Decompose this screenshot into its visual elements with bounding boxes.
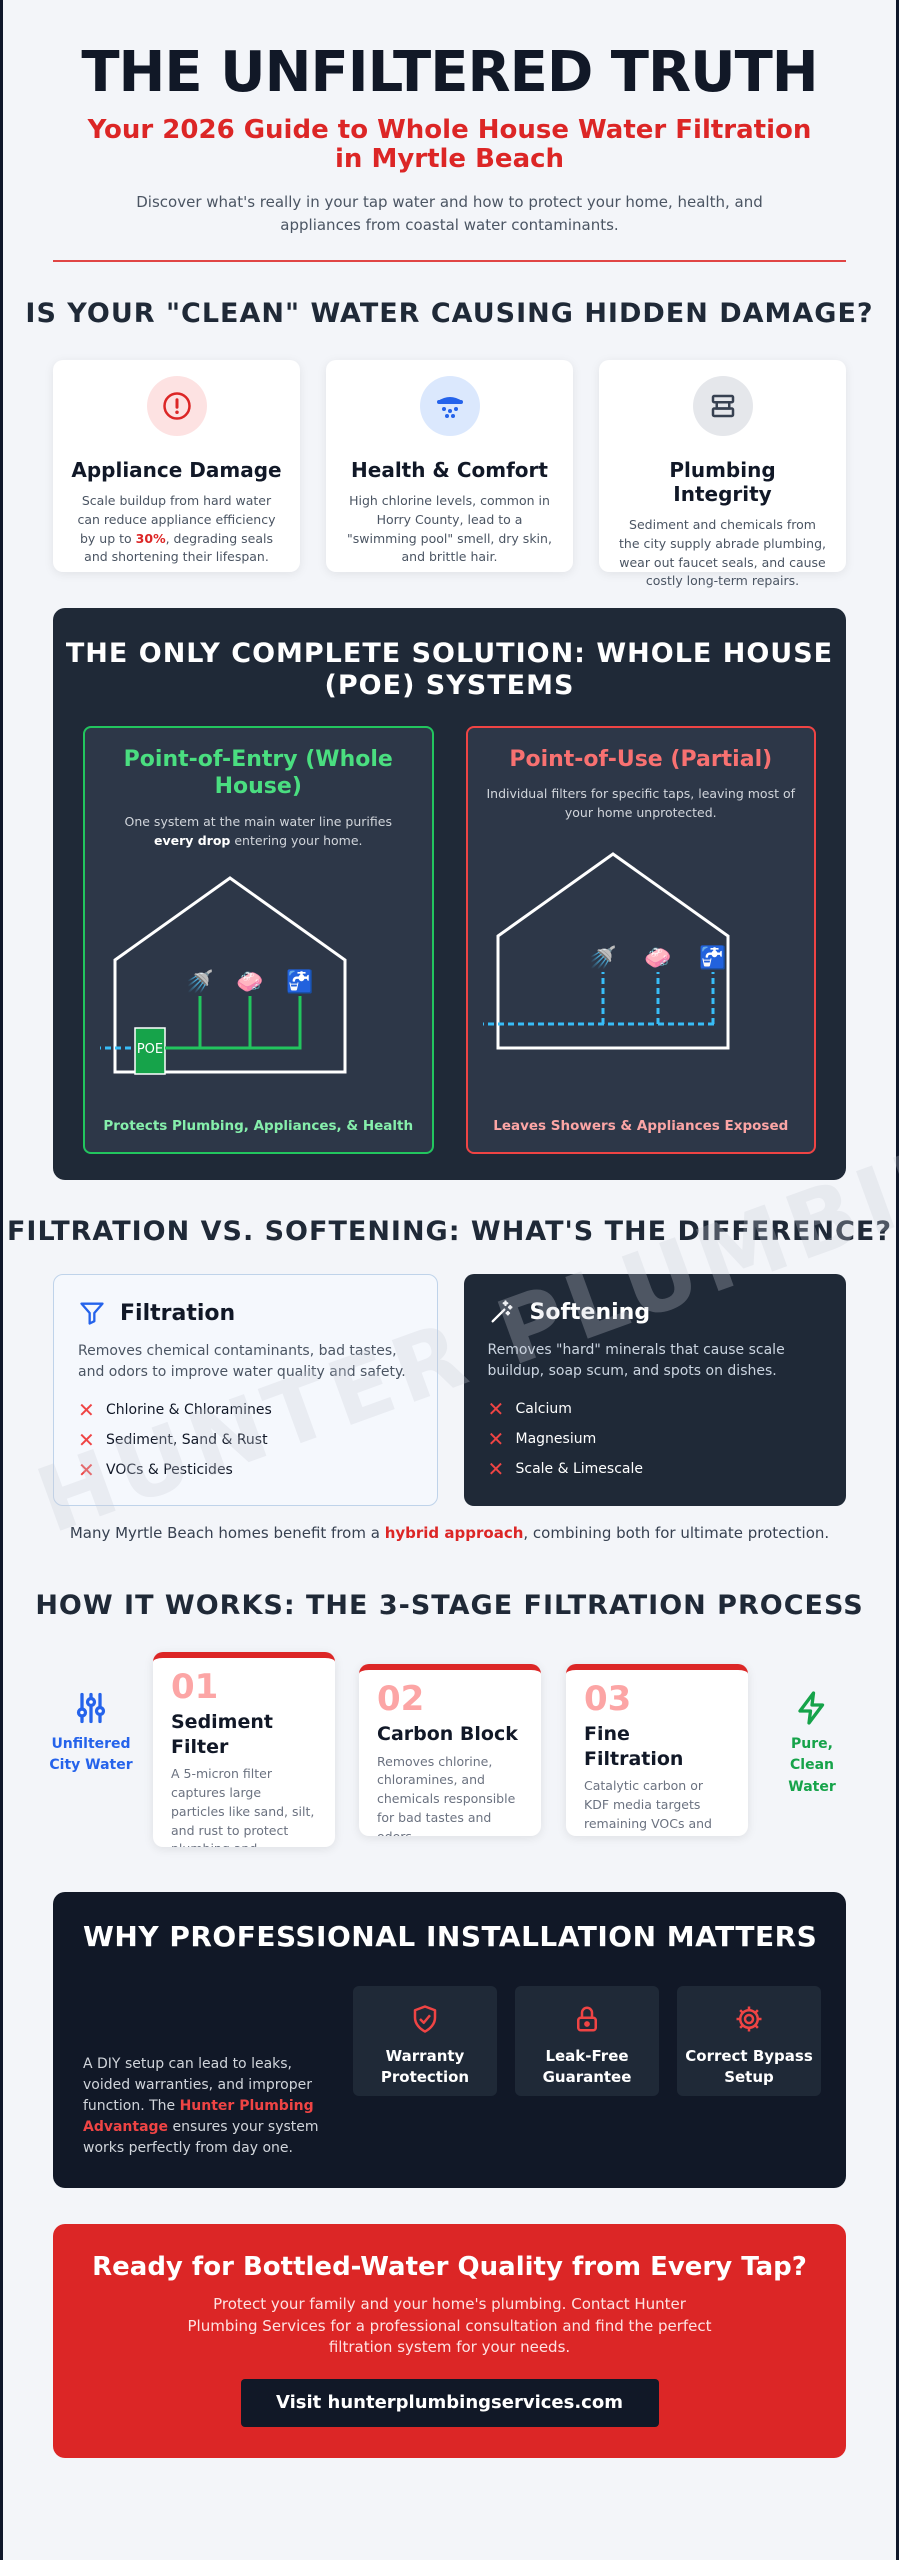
intro-text: Discover what's really in your tap water…	[136, 193, 763, 234]
funnel-icon	[80, 1302, 104, 1325]
x-icon: ✕	[487, 1427, 505, 1452]
card-heading: Appliance Damage	[71, 458, 282, 483]
start-label: Unfiltered City Water	[49, 1735, 133, 1774]
stage-number: 03	[584, 1678, 632, 1719]
bolt-icon	[798, 1691, 825, 1725]
professional-title: WHY PROFESSIONAL INSTALLATION MATTERS	[83, 1919, 818, 1953]
feature-warranty: Warranty Protection	[353, 1985, 497, 2096]
card-appliance-damage: Appliance Damage Scale buildup from hard…	[53, 360, 300, 573]
damage-title: IS YOUR "CLEAN" WATER CAUSING HIDDEN DAM…	[25, 298, 874, 330]
shield-check-icon	[413, 2005, 437, 2033]
shower-icon	[419, 376, 480, 437]
card-text: High chlorine levels, common in Horry Co…	[347, 493, 552, 565]
list-item: ✕VOCs & Pesticides	[78, 1458, 233, 1483]
visit-website-button[interactable]: Visit hunterplumbingservices.com	[240, 2379, 659, 2428]
solution-title: THE ONLY COMPLETE SOLUTION: WHOLE HOUSE …	[65, 638, 834, 702]
softening-card: Softening Removes "hard" minerals that c…	[463, 1274, 846, 1507]
professional-text: A DIY setup can lead to leaks, voided wa…	[83, 2055, 319, 2156]
stage-text: Removes chlorine, chloramines, and chemi…	[377, 1753, 516, 1836]
sliders-icon	[76, 1692, 106, 1724]
filtration-card: Filtration Removes chemical contaminants…	[53, 1274, 438, 1507]
professional-section: WHY PROFESSIONAL INSTALLATION MATTERS A …	[53, 1891, 846, 2188]
faucet-icon: 🚰	[699, 945, 726, 971]
pou-description: Individual filters for specific taps, le…	[486, 786, 795, 821]
stage-text: A 5-micron filter captures large particl…	[171, 1766, 315, 1847]
x-icon: ✕	[487, 1397, 505, 1422]
list-item: ✕Chlorine & Chloramines	[78, 1398, 272, 1423]
x-icon: ✕	[78, 1428, 95, 1453]
list-item: ✕Calcium	[487, 1397, 572, 1422]
compare-title: FILTRATION VS. SOFTENING: WHAT'S THE DIF…	[6, 1216, 893, 1248]
x-icon: ✕	[487, 1457, 505, 1482]
pou-heading: Point-of-Use (Partial)	[509, 746, 773, 772]
card-heading: Health & Comfort	[351, 458, 548, 483]
feature-bypass: Correct Bypass Setup	[677, 1985, 821, 2096]
hybrid-note: Many Myrtle Beach homes benefit from a h…	[69, 1524, 830, 1543]
stage-number: 01	[171, 1666, 219, 1707]
damage-section: IS YOUR "CLEAN" WATER CAUSING HIDDEN DAM…	[3, 298, 896, 588]
card-text: Sediment and chemicals from the city sup…	[619, 517, 826, 589]
list-item: ✕Scale & Limescale	[487, 1457, 644, 1482]
x-icon: ✕	[78, 1398, 95, 1423]
softening-desc: Removes "hard" minerals that cause scale…	[487, 1342, 785, 1380]
stage-card-3: 03 Fine Filtration Catalytic carbon or K…	[566, 1663, 748, 1836]
faucet-icon: 🚰	[286, 969, 313, 995]
pipes-icon	[692, 376, 753, 437]
card-plumbing-integrity: Plumbing Integrity Sediment and chemical…	[599, 360, 846, 588]
poe-description: One system at the main water line purifi…	[124, 813, 392, 848]
soap-icon: 🧼	[236, 970, 263, 995]
cta-heading: Ready for Bottled-Water Quality from Eve…	[92, 2251, 807, 2282]
card-health-comfort: Health & Comfort High chlorine levels, c…	[326, 360, 573, 573]
poe-footer: Protects Plumbing, Appliances, & Health	[103, 1117, 414, 1134]
pou-panel: Point-of-Use (Partial) Individual filter…	[465, 725, 816, 1154]
wand-icon	[491, 1300, 512, 1323]
poe-panel: Point-of-Entry (Whole House) One system …	[83, 725, 434, 1154]
card-heading: Plumbing Integrity	[669, 458, 776, 507]
stage-number: 02	[377, 1678, 425, 1719]
gear-icon	[736, 2006, 762, 2032]
end-node: Pure, Clean Water	[767, 1690, 857, 1799]
stage-card-1: 01 Sediment Filter A 5-micron filter cap…	[153, 1651, 335, 1847]
compare-section: FILTRATION VS. SOFTENING: WHAT'S THE DIF…	[3, 1216, 896, 1542]
hero-header: THE UNFILTERED TRUTH Your 2026 Guide to …	[3, 0, 896, 236]
divider	[53, 260, 846, 263]
poe-box-label: POE	[137, 1042, 163, 1057]
process-title: HOW IT WORKS: THE 3-STAGE FILTRATION PRO…	[35, 1590, 864, 1622]
stage-text: Catalytic carbon or KDF media targets re…	[584, 1778, 712, 1836]
card-text: Scale buildup from hard water can reduce…	[77, 493, 276, 565]
start-node: Unfiltered City Water	[46, 1690, 136, 1777]
x-icon: ✕	[78, 1458, 95, 1483]
page-title: THE UNFILTERED TRUTH	[81, 40, 818, 105]
softening-heading: Softening	[529, 1299, 651, 1325]
poe-heading: Point-of-Entry (Whole House)	[123, 746, 393, 800]
poe-house-diagram: POE 🚿 🧼 🚰	[100, 876, 347, 1075]
filtration-heading: Filtration	[120, 1300, 236, 1326]
pou-footer: Leaves Showers & Appliances Exposed	[493, 1117, 789, 1134]
page-subtitle: Your 2026 Guide to Whole House Water Fil…	[87, 114, 812, 175]
cta-text: Protect your family and your home's plum…	[187, 2294, 712, 2357]
shower-icon: 🚿	[589, 945, 616, 971]
solution-section: THE ONLY COMPLETE SOLUTION: WHOLE HOUSE …	[53, 608, 846, 1181]
stage-card-2: 02 Carbon Block Removes chlorine, chlora…	[359, 1663, 541, 1836]
alert-circle-icon	[146, 376, 207, 437]
shower-icon: 🚿	[186, 969, 213, 995]
end-label: Pure, Clean Water	[788, 1735, 836, 1796]
soap-icon: 🧼	[644, 946, 671, 971]
stage-heading: Fine Filtration	[584, 1722, 684, 1770]
stage-heading: Carbon Block	[377, 1722, 518, 1745]
list-item: ✕Magnesium	[487, 1427, 597, 1452]
cta-section: Ready for Bottled-Water Quality from Eve…	[53, 2223, 846, 2458]
pou-house-diagram: 🚿 🧼 🚰	[482, 852, 729, 1050]
filtration-desc: Removes chemical contaminants, bad taste…	[78, 1343, 406, 1381]
process-section: HOW IT WORKS: THE 3-STAGE FILTRATION PRO…	[3, 1590, 896, 1862]
highlight-percent: 30%	[135, 530, 166, 546]
feature-leak-free: Leak-Free Guarantee	[515, 1985, 659, 2096]
lock-icon	[577, 2006, 597, 2032]
stage-heading: Sediment Filter	[171, 1710, 273, 1758]
list-item: ✕Sediment, Sand & Rust	[78, 1428, 268, 1453]
